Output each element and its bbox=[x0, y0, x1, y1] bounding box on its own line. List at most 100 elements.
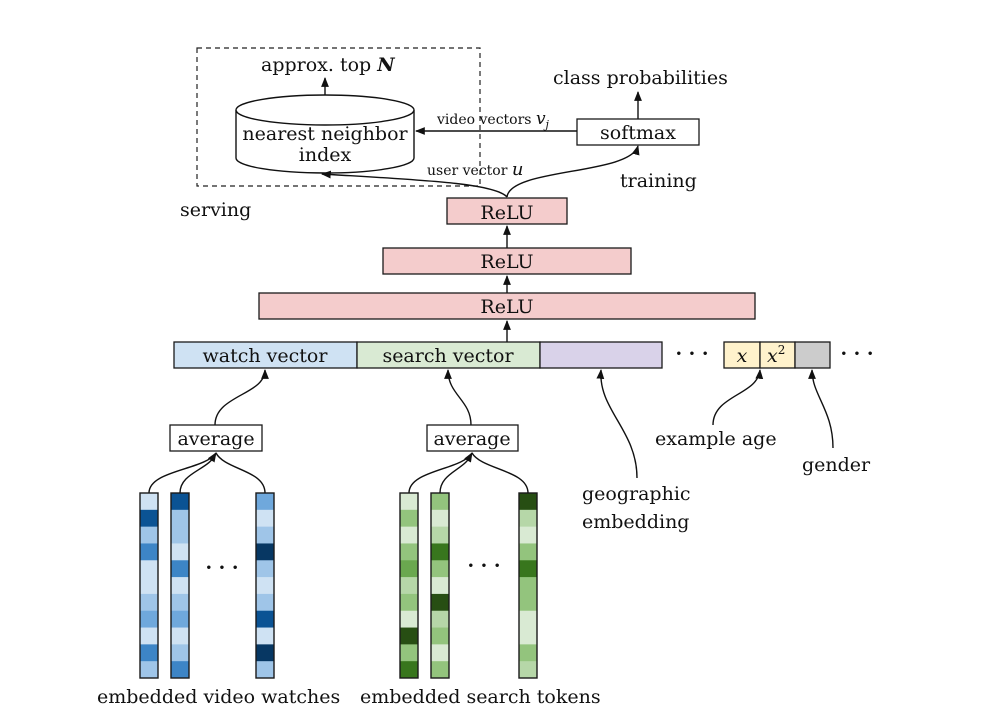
geographic-embedding-label-2: embedding bbox=[582, 511, 689, 533]
embedded-video-watches-caption: embedded video watches bbox=[97, 686, 340, 708]
watch-branch-wires bbox=[148, 452, 266, 494]
user-vector-to-index-arrow bbox=[321, 170, 508, 198]
watch-average-label: average bbox=[177, 428, 254, 450]
age-x-label: x bbox=[737, 345, 748, 367]
class-probabilities-label: class probabilities bbox=[553, 67, 728, 89]
watch-embedding-cell bbox=[171, 543, 189, 561]
search-vector-label: search vector bbox=[382, 345, 514, 367]
search-embedding-cell bbox=[431, 493, 449, 511]
search-embedding-cell bbox=[431, 610, 449, 628]
watch-embedding-cell bbox=[171, 560, 189, 578]
softmax-label: softmax bbox=[600, 122, 676, 144]
watch-embedding-cell bbox=[256, 543, 274, 561]
approx-top-n-label: approx. top N bbox=[261, 54, 395, 76]
input-ellipsis: · · · bbox=[675, 343, 708, 365]
search-embedding-cell bbox=[431, 593, 449, 612]
user-vector-label: user vector u bbox=[427, 159, 523, 180]
example-age-to-vector-arrow bbox=[712, 369, 764, 426]
watch-embedding-column-1 bbox=[139, 492, 159, 679]
search-embedding-cell bbox=[519, 543, 537, 561]
watch-embedding-cell bbox=[171, 526, 189, 544]
search-embedding-cell bbox=[431, 661, 449, 679]
watch-embedding-cell bbox=[171, 593, 189, 612]
search-embedding-column-2 bbox=[430, 492, 450, 679]
user-vector-to-softmax-arrow bbox=[506, 145, 640, 198]
trailing-ellipsis: · · · bbox=[840, 343, 873, 365]
search-embedding-cell bbox=[431, 627, 449, 645]
search-embedding-cell bbox=[519, 644, 537, 662]
search-embedding-column-border bbox=[430, 492, 450, 679]
nearest-neighbor-index: nearest neighbor index bbox=[235, 94, 415, 174]
relu-layer-3-label: ReLU bbox=[480, 202, 533, 224]
search-embedding-cell bbox=[519, 493, 537, 511]
watch-embedding-column-3 bbox=[255, 492, 275, 679]
relu-layer-2 bbox=[382, 247, 632, 275]
video-vectors-label: video vectors vj bbox=[436, 109, 550, 131]
search-branch-wires bbox=[408, 452, 529, 494]
geographic-embedding-label-1: geographic bbox=[582, 483, 691, 505]
watch-vector-label: watch vector bbox=[203, 345, 329, 367]
search-embedding-cell bbox=[400, 509, 418, 528]
search-embedding-cell bbox=[519, 610, 537, 628]
search-embedding-cell bbox=[400, 560, 418, 578]
serving-region-border bbox=[196, 47, 481, 187]
search-embedding-column-border bbox=[518, 492, 538, 679]
watch-embedding-cell bbox=[140, 543, 158, 561]
watch-embedding-cell bbox=[140, 577, 158, 595]
softmax-box bbox=[576, 118, 700, 146]
watch-embedding-cell bbox=[140, 593, 158, 612]
serving-label: serving bbox=[180, 199, 251, 221]
age-x-squared-cell bbox=[759, 341, 796, 369]
relu-layer-1-label: ReLU bbox=[480, 296, 533, 318]
gender-to-vector-arrow bbox=[808, 369, 834, 449]
search-embedding-cell bbox=[431, 644, 449, 662]
geographic-to-vector-arrow bbox=[596, 369, 638, 479]
search-embedding-cell bbox=[431, 543, 449, 561]
search-embedding-columns bbox=[399, 492, 538, 679]
relu-layer-1 bbox=[258, 292, 756, 320]
watch-embedding-cell bbox=[171, 577, 189, 595]
search-embedding-column-border bbox=[399, 492, 419, 679]
search-embedding-cell bbox=[400, 593, 418, 612]
watch-embedding-cell bbox=[171, 493, 189, 511]
watch-embedding-cell bbox=[256, 577, 274, 595]
gender-label: gender bbox=[802, 454, 871, 476]
search-embedding-cell bbox=[431, 509, 449, 528]
watch-embedding-cell bbox=[256, 509, 274, 528]
watch-embedding-cell bbox=[140, 644, 158, 662]
search-embedding-cell bbox=[519, 661, 537, 679]
search-embedding-cell bbox=[431, 577, 449, 595]
watch-embedding-cell bbox=[171, 661, 189, 679]
watch-embedding-column-border bbox=[255, 492, 275, 679]
watch-embedding-cell bbox=[171, 509, 189, 528]
watch-embedding-cell bbox=[256, 493, 274, 511]
watch-average-to-vector-arrow bbox=[214, 369, 269, 426]
age-x-squared-label: x2 bbox=[767, 343, 785, 367]
index-label-line1: nearest neighbor bbox=[242, 123, 408, 145]
watch-embedding-cell bbox=[140, 661, 158, 679]
search-vector-segment bbox=[356, 341, 541, 369]
watch-embedding-cell bbox=[140, 610, 158, 628]
example-age-label: example age bbox=[655, 428, 777, 450]
search-embedding-cell bbox=[519, 593, 537, 612]
watch-embedding-cell bbox=[171, 610, 189, 628]
relu-layer-3 bbox=[446, 197, 568, 225]
search-columns-ellipsis: · · · bbox=[467, 555, 500, 577]
watch-embedding-column-2 bbox=[170, 492, 190, 679]
search-embedding-cell bbox=[400, 661, 418, 679]
watch-average-box bbox=[169, 424, 263, 452]
search-embedding-cell bbox=[400, 543, 418, 561]
watch-embedding-cell bbox=[256, 560, 274, 578]
search-embedding-cell bbox=[519, 526, 537, 544]
search-embedding-cell bbox=[400, 526, 418, 544]
watch-vector-segment bbox=[173, 341, 358, 369]
watch-embedding-column-border bbox=[139, 492, 159, 679]
search-embedding-cell bbox=[519, 560, 537, 578]
relu-layer-2-label: ReLU bbox=[480, 251, 533, 273]
search-average-label: average bbox=[433, 428, 510, 450]
watch-embedding-cell bbox=[140, 509, 158, 528]
search-embedding-column-1 bbox=[399, 492, 419, 679]
watch-embedding-cell bbox=[256, 627, 274, 645]
watch-embedding-cell bbox=[256, 593, 274, 612]
